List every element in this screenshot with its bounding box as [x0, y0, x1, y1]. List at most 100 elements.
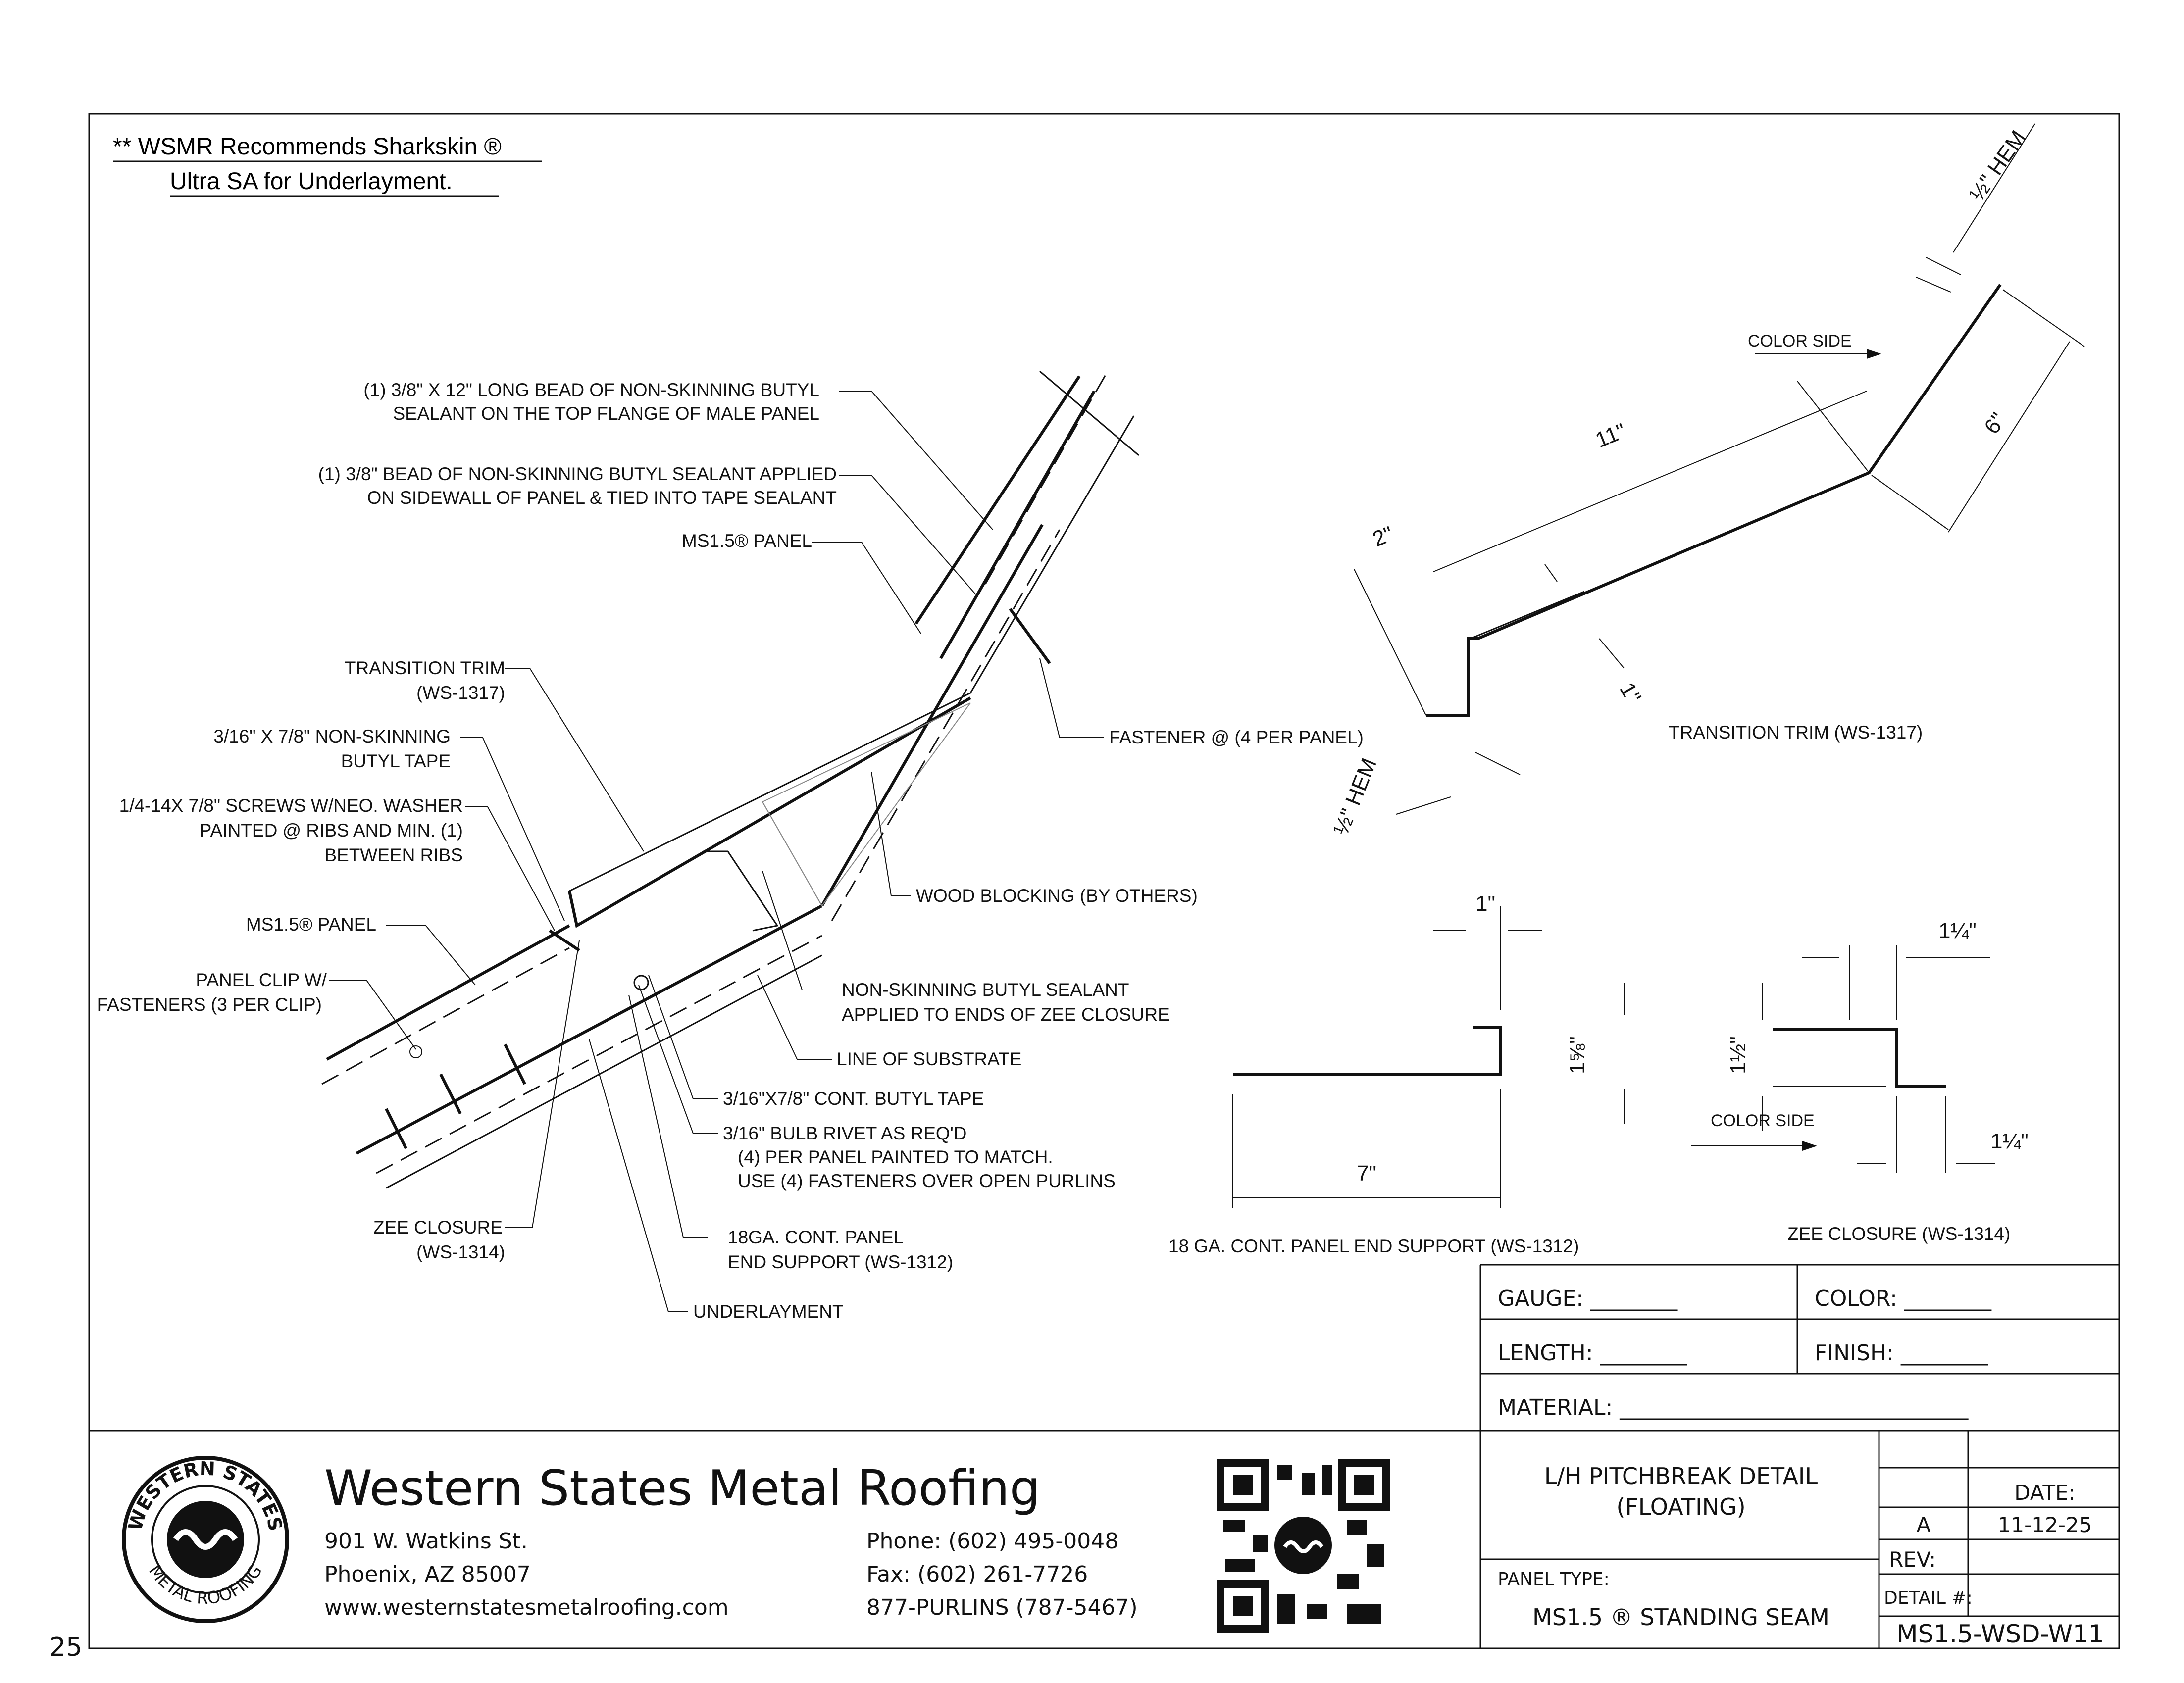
date-label: DATE:: [2014, 1481, 2075, 1505]
callout-end-support-b: END SUPPORT (WS-1312): [728, 1252, 953, 1272]
trim-dim-2: 2": [1369, 522, 1397, 551]
upper-panel-outer: [939, 390, 1096, 659]
qr-code: [1217, 1459, 1390, 1633]
company-purlins: 877-PURLINS (787-5467): [866, 1595, 1138, 1620]
transition-trim-detail: [1354, 123, 2085, 815]
spec-finish: FINISH: ________: [1815, 1340, 1988, 1366]
callout-wood-blocking: WOOD BLOCKING (BY OTHERS): [916, 886, 1198, 906]
bulb-rivet: [633, 975, 649, 990]
detail-number-label: DETAIL #:: [1884, 1588, 1973, 1608]
screw-2: [504, 1043, 526, 1085]
leader-lines: [329, 391, 1104, 1312]
lower-panel-rib: [321, 947, 570, 1085]
wood-blocking-shape: [762, 702, 971, 907]
panel-type-value: MS1.5 ® STANDING SEAM: [1532, 1604, 1829, 1631]
trim-dim-11: 11": [1592, 419, 1629, 452]
zee-dim-bottom: 1¼": [1990, 1129, 2029, 1153]
company-website: www.westernstatesmetalroofing.com: [324, 1595, 729, 1620]
trim-dim-hem-top: ½" HEM: [1965, 126, 2031, 206]
callout-butyl-bead-12-b: SEALANT ON THE TOP FLANGE OF MALE PANEL: [393, 403, 819, 424]
end-support-dim-top: 1": [1475, 891, 1495, 916]
callout-fastener: FASTENER @ (4 PER PANEL): [1109, 727, 1364, 747]
spec-color: COLOR: ________: [1815, 1286, 1992, 1311]
callout-screws-a: 1/4-14X 7/8" SCREWS W/NEO. WASHER: [119, 795, 463, 816]
upper-panel-inner: [914, 375, 1081, 625]
callout-transition-trim-b: (WS-1317): [416, 683, 505, 703]
upper-panel-rib: [984, 368, 1110, 585]
lower-panel-top: [326, 924, 570, 1061]
end-support-detail: [1232, 906, 1625, 1208]
callout-labels: (1) 3/8" X 12" LONG BEAD OF NON-SKINNING…: [97, 380, 1364, 1322]
callout-zee-closure-a: ZEE CLOSURE: [373, 1217, 503, 1238]
end-support-profile: [1233, 1026, 1502, 1076]
zee-closure-detail: [1691, 945, 1995, 1173]
callout-end-support-a: 18GA. CONT. PANEL: [728, 1227, 904, 1247]
transition-trim-labels: COLOR SIDE TRANSITION TRIM (WS-1317) ½" …: [1329, 126, 2031, 839]
trim-profile: [1426, 284, 2002, 717]
callout-screws-b: PAINTED @ RIBS AND MIN. (1): [200, 820, 463, 841]
spec-length: LENGTH: ________: [1498, 1340, 1688, 1366]
upper-fastener: [1009, 608, 1051, 664]
underlayment-line: [376, 935, 822, 1174]
recommendation-line-1: ** WSMR Recommends Sharkskin ®: [113, 134, 502, 160]
rev-label: REV:: [1889, 1547, 1936, 1572]
sheet-border: [88, 113, 2120, 1649]
upper-break-line: [1039, 370, 1139, 456]
callout-panel-lower: MS1.5® PANEL: [246, 914, 376, 935]
end-support-labels: 1" 1⅝" 7" 18 GA. CONT. PANEL END SUPPORT…: [1168, 891, 1589, 1256]
zee-title: ZEE CLOSURE (WS-1314): [1787, 1224, 2010, 1244]
callout-butyl-sidewall-b: ON SIDEWALL OF PANEL & TIED INTO TAPE SE…: [367, 488, 837, 508]
callout-rivet-b: (4) PER PANEL PAINTED TO MATCH.: [738, 1147, 1053, 1167]
zee-color-side: COLOR SIDE: [1711, 1111, 1815, 1130]
spec-box: GAUGE: ________ COLOR: ________ LENGTH: …: [1479, 1264, 2119, 1648]
company-logo: WESTERN STATES METAL ROOFING: [122, 1456, 289, 1623]
callout-butyl-ends-b: APPLIED TO ENDS OF ZEE CLOSURE: [842, 1004, 1170, 1025]
company-fax: Fax: (602) 261-7726: [866, 1562, 1088, 1587]
screw-3: [385, 1108, 407, 1149]
clip-hole: [409, 1045, 422, 1058]
callout-cont-butyl: 3/16"X7/8" CONT. BUTYL TAPE: [723, 1089, 984, 1109]
trim-color-side: COLOR SIDE: [1748, 332, 1852, 350]
zee-dim-height: 1½": [1726, 1036, 1750, 1074]
company-phone: Phone: (602) 495-0048: [866, 1529, 1118, 1554]
joint-screw: [549, 929, 580, 952]
callout-butyl-tape-b: BUTYL TAPE: [341, 751, 451, 771]
trim-dim-1: 1": [1615, 679, 1645, 708]
lower-panel-bottom: [356, 904, 823, 1155]
zee-dim-top: 1¼": [1938, 919, 1977, 943]
trim-dim-6: 6": [1980, 408, 2011, 439]
company-name: Western States Metal Roofing: [324, 1460, 1040, 1517]
detail-title-2: (FLOATING): [1616, 1493, 1745, 1520]
callout-butyl-ends-a: NON-SKINNING BUTYL SEALANT: [842, 980, 1129, 1000]
callout-rivet-a: 3/16" BULB RIVET AS REQ'D: [723, 1123, 967, 1143]
screw-1: [439, 1073, 462, 1115]
spec-gauge: GAUGE: ________: [1498, 1286, 1678, 1311]
callout-panel-upper: MS1.5® PANEL: [682, 531, 812, 551]
company-address-1: 901 W. Watkins St.: [324, 1529, 528, 1554]
end-support-dim-height: 1⅝": [1565, 1036, 1589, 1074]
callout-panel-clip-b: FASTENERS (3 PER CLIP): [97, 994, 322, 1015]
end-support-title: 18 GA. CONT. PANEL END SUPPORT (WS-1312): [1168, 1236, 1579, 1256]
detail-number: MS1.5-WSD-W11: [1896, 1620, 2104, 1648]
callout-transition-trim-a: TRANSITION TRIM: [345, 658, 505, 678]
callout-substrate: LINE OF SUBSTRATE: [837, 1049, 1022, 1069]
detail-title-1: L/H PITCHBREAK DETAIL: [1544, 1463, 1818, 1489]
callout-panel-clip-a: PANEL CLIP W/: [196, 970, 327, 990]
end-support-dim-length: 7": [1357, 1161, 1376, 1186]
callout-rivet-c: USE (4) FASTENERS OVER OPEN PURLINS: [738, 1171, 1116, 1191]
upper-substrate: [820, 524, 1044, 907]
substrate-line: [386, 954, 822, 1189]
transition-trim-shape: [568, 696, 971, 928]
panel-type-label: PANEL TYPE:: [1498, 1569, 1610, 1589]
zee-profile: [1773, 1028, 1946, 1088]
callout-underlayment: UNDERLAYMENT: [693, 1301, 844, 1322]
callout-butyl-bead-12-a: (1) 3/8" X 12" LONG BEAD OF NON-SKINNING…: [363, 380, 819, 400]
callout-zee-closure-b: (WS-1314): [416, 1242, 505, 1262]
upper-underlayment: [831, 529, 1061, 921]
zee-closure-labels: 1¼" 1½" 1¼" COLOR SIDE ZEE CLOSURE (WS-1…: [1711, 919, 2029, 1244]
callout-butyl-sidewall-a: (1) 3/8" BEAD OF NON-SKINNING BUTYL SEAL…: [318, 464, 837, 484]
spec-material: MATERIAL: ______________________________…: [1498, 1395, 1969, 1420]
title-block: L/H PITCHBREAK DETAIL (FLOATING) PANEL T…: [1480, 1431, 2119, 1648]
company-address-2: Phoenix, AZ 85007: [324, 1562, 531, 1587]
